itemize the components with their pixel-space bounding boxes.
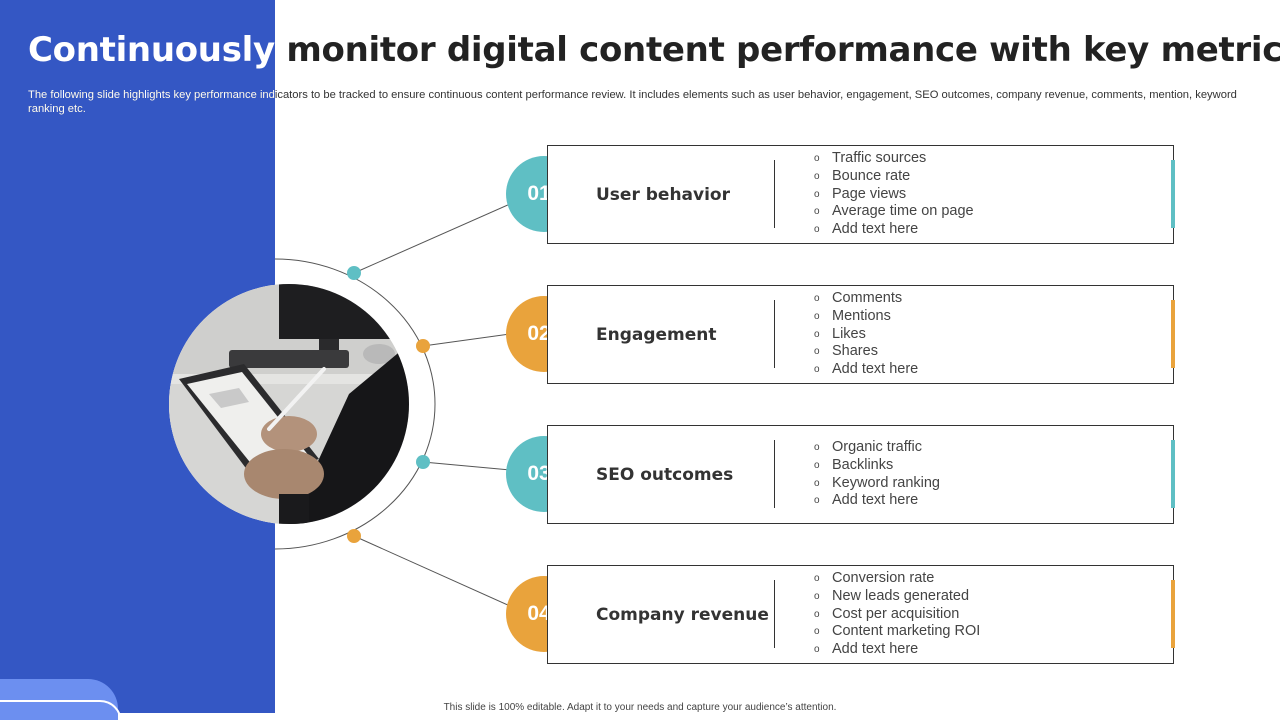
list-item: o Cost per acquisition (814, 606, 980, 624)
metric-label-seo-outcomes: SEO outcomes (596, 464, 734, 485)
list-item-text: Comments (832, 290, 903, 306)
list-item: o Traffic sources (814, 150, 974, 168)
bullet-circle-icon: o (814, 293, 820, 304)
metric-label-company-revenue: Company revenue (596, 604, 769, 625)
list-item-text: Add text here (832, 221, 919, 238)
bullet-circle-icon: o (814, 170, 820, 182)
bullet-circle-icon: o (814, 626, 820, 638)
bullet-circle-icon: o (814, 608, 820, 620)
list-item: o Shares (814, 343, 918, 361)
list-item: o Keyword ranking (814, 475, 940, 493)
bullet-circle-icon: o (814, 495, 820, 507)
card-accent-bar (1171, 440, 1175, 508)
card-divider (774, 160, 775, 228)
bullet-circle-icon: o (814, 153, 820, 164)
list-item: o New leads generated (814, 588, 980, 606)
tablet-photo-illustration (169, 284, 409, 524)
bullet-circle-icon: o (814, 188, 820, 200)
bullet-circle-icon: o (814, 328, 820, 340)
arc-dot-03 (416, 455, 430, 469)
list-item-text: Add text here (832, 641, 919, 658)
bullet-circle-icon: o (814, 224, 820, 236)
metric-label-engagement: Engagement (596, 324, 717, 345)
card-divider (774, 300, 775, 368)
bullet-circle-icon: o (814, 364, 820, 376)
bullet-circle-icon: o (814, 644, 820, 656)
list-item: o Backlinks (814, 457, 940, 475)
list-item: o Bounce rate (814, 168, 974, 186)
bullet-circle-icon: o (814, 590, 820, 602)
slide-footer-note: This slide is 100% editable. Adapt it to… (443, 702, 837, 713)
bullet-circle-icon: o (814, 477, 820, 489)
arc-dot-02 (416, 339, 430, 353)
slide-subtitle-overlay: The following slide highlights key perfo… (28, 88, 275, 118)
slide-title-highlight: Continuously (28, 30, 275, 70)
list-item: o Add text here (814, 361, 918, 379)
list-item-text: Likes (832, 325, 866, 342)
list-item-text: Conversion rate (832, 570, 935, 586)
slide-title-rest: monitor digital content performance with… (274, 30, 1280, 70)
list-item-text: Bounce rate (832, 167, 911, 184)
list-item-text: New leads generated (832, 587, 970, 604)
list-item-text: Shares (832, 343, 878, 360)
list-item: o Content marketing ROI (814, 623, 980, 641)
list-item: o Add text here (814, 221, 974, 239)
list-item: o Add text here (814, 641, 980, 659)
connector-line-01 (353, 203, 511, 274)
card-accent-bar (1171, 300, 1175, 368)
list-item-text: Add text here (832, 492, 919, 509)
list-item-text: Add text here (832, 361, 919, 378)
list-item: o Comments (814, 290, 918, 308)
list-item: o Likes (814, 326, 918, 344)
list-item-text: Mentions (832, 307, 891, 324)
card-divider (774, 580, 775, 648)
list-item-text: Organic traffic (832, 438, 922, 455)
bullet-circle-icon: o (814, 459, 820, 471)
card-accent-bar (1171, 580, 1175, 648)
metric-label-user-behavior: User behavior (596, 184, 730, 205)
connector-line-03 (422, 461, 511, 471)
list-item-text: Keyword ranking (832, 474, 940, 491)
slide-title: Continuously monitor digital content per… (28, 30, 1280, 70)
arc-dot-01 (347, 266, 361, 280)
tablet-photo (169, 284, 409, 524)
slide-subtitle: The following slide highlights key perfo… (28, 89, 1237, 115)
list-item: o Average time on page (814, 203, 974, 221)
list-item-text: Traffic sources (832, 150, 927, 166)
list-item: o Organic traffic (814, 439, 940, 457)
list-item: o Mentions (814, 308, 918, 326)
bullet-circle-icon: o (814, 206, 820, 218)
connector-line-02 (422, 333, 511, 347)
card-divider (774, 440, 775, 508)
list-item-text: Backlinks (832, 456, 894, 473)
connector-line-04 (353, 535, 511, 607)
list-item: o Add text here (814, 492, 940, 510)
list-item-text: Page views (832, 185, 907, 202)
arc-dot-04 (347, 529, 361, 543)
bullet-circle-icon: o (814, 441, 820, 453)
list-item: o Page views (814, 186, 974, 204)
list-item-text: Average time on page (832, 203, 974, 220)
bullet-circle-icon: o (814, 573, 820, 584)
card-accent-bar (1171, 160, 1175, 228)
slide-subtitle-overlay-text: The following slide highlights key perfo… (28, 89, 275, 115)
list-item-text: Content marketing ROI (832, 623, 981, 640)
bullet-circle-icon: o (814, 346, 820, 358)
bullet-circle-icon: o (814, 310, 820, 322)
list-item-text: Cost per acquisition (832, 605, 960, 622)
list-item: o Conversion rate (814, 570, 980, 588)
